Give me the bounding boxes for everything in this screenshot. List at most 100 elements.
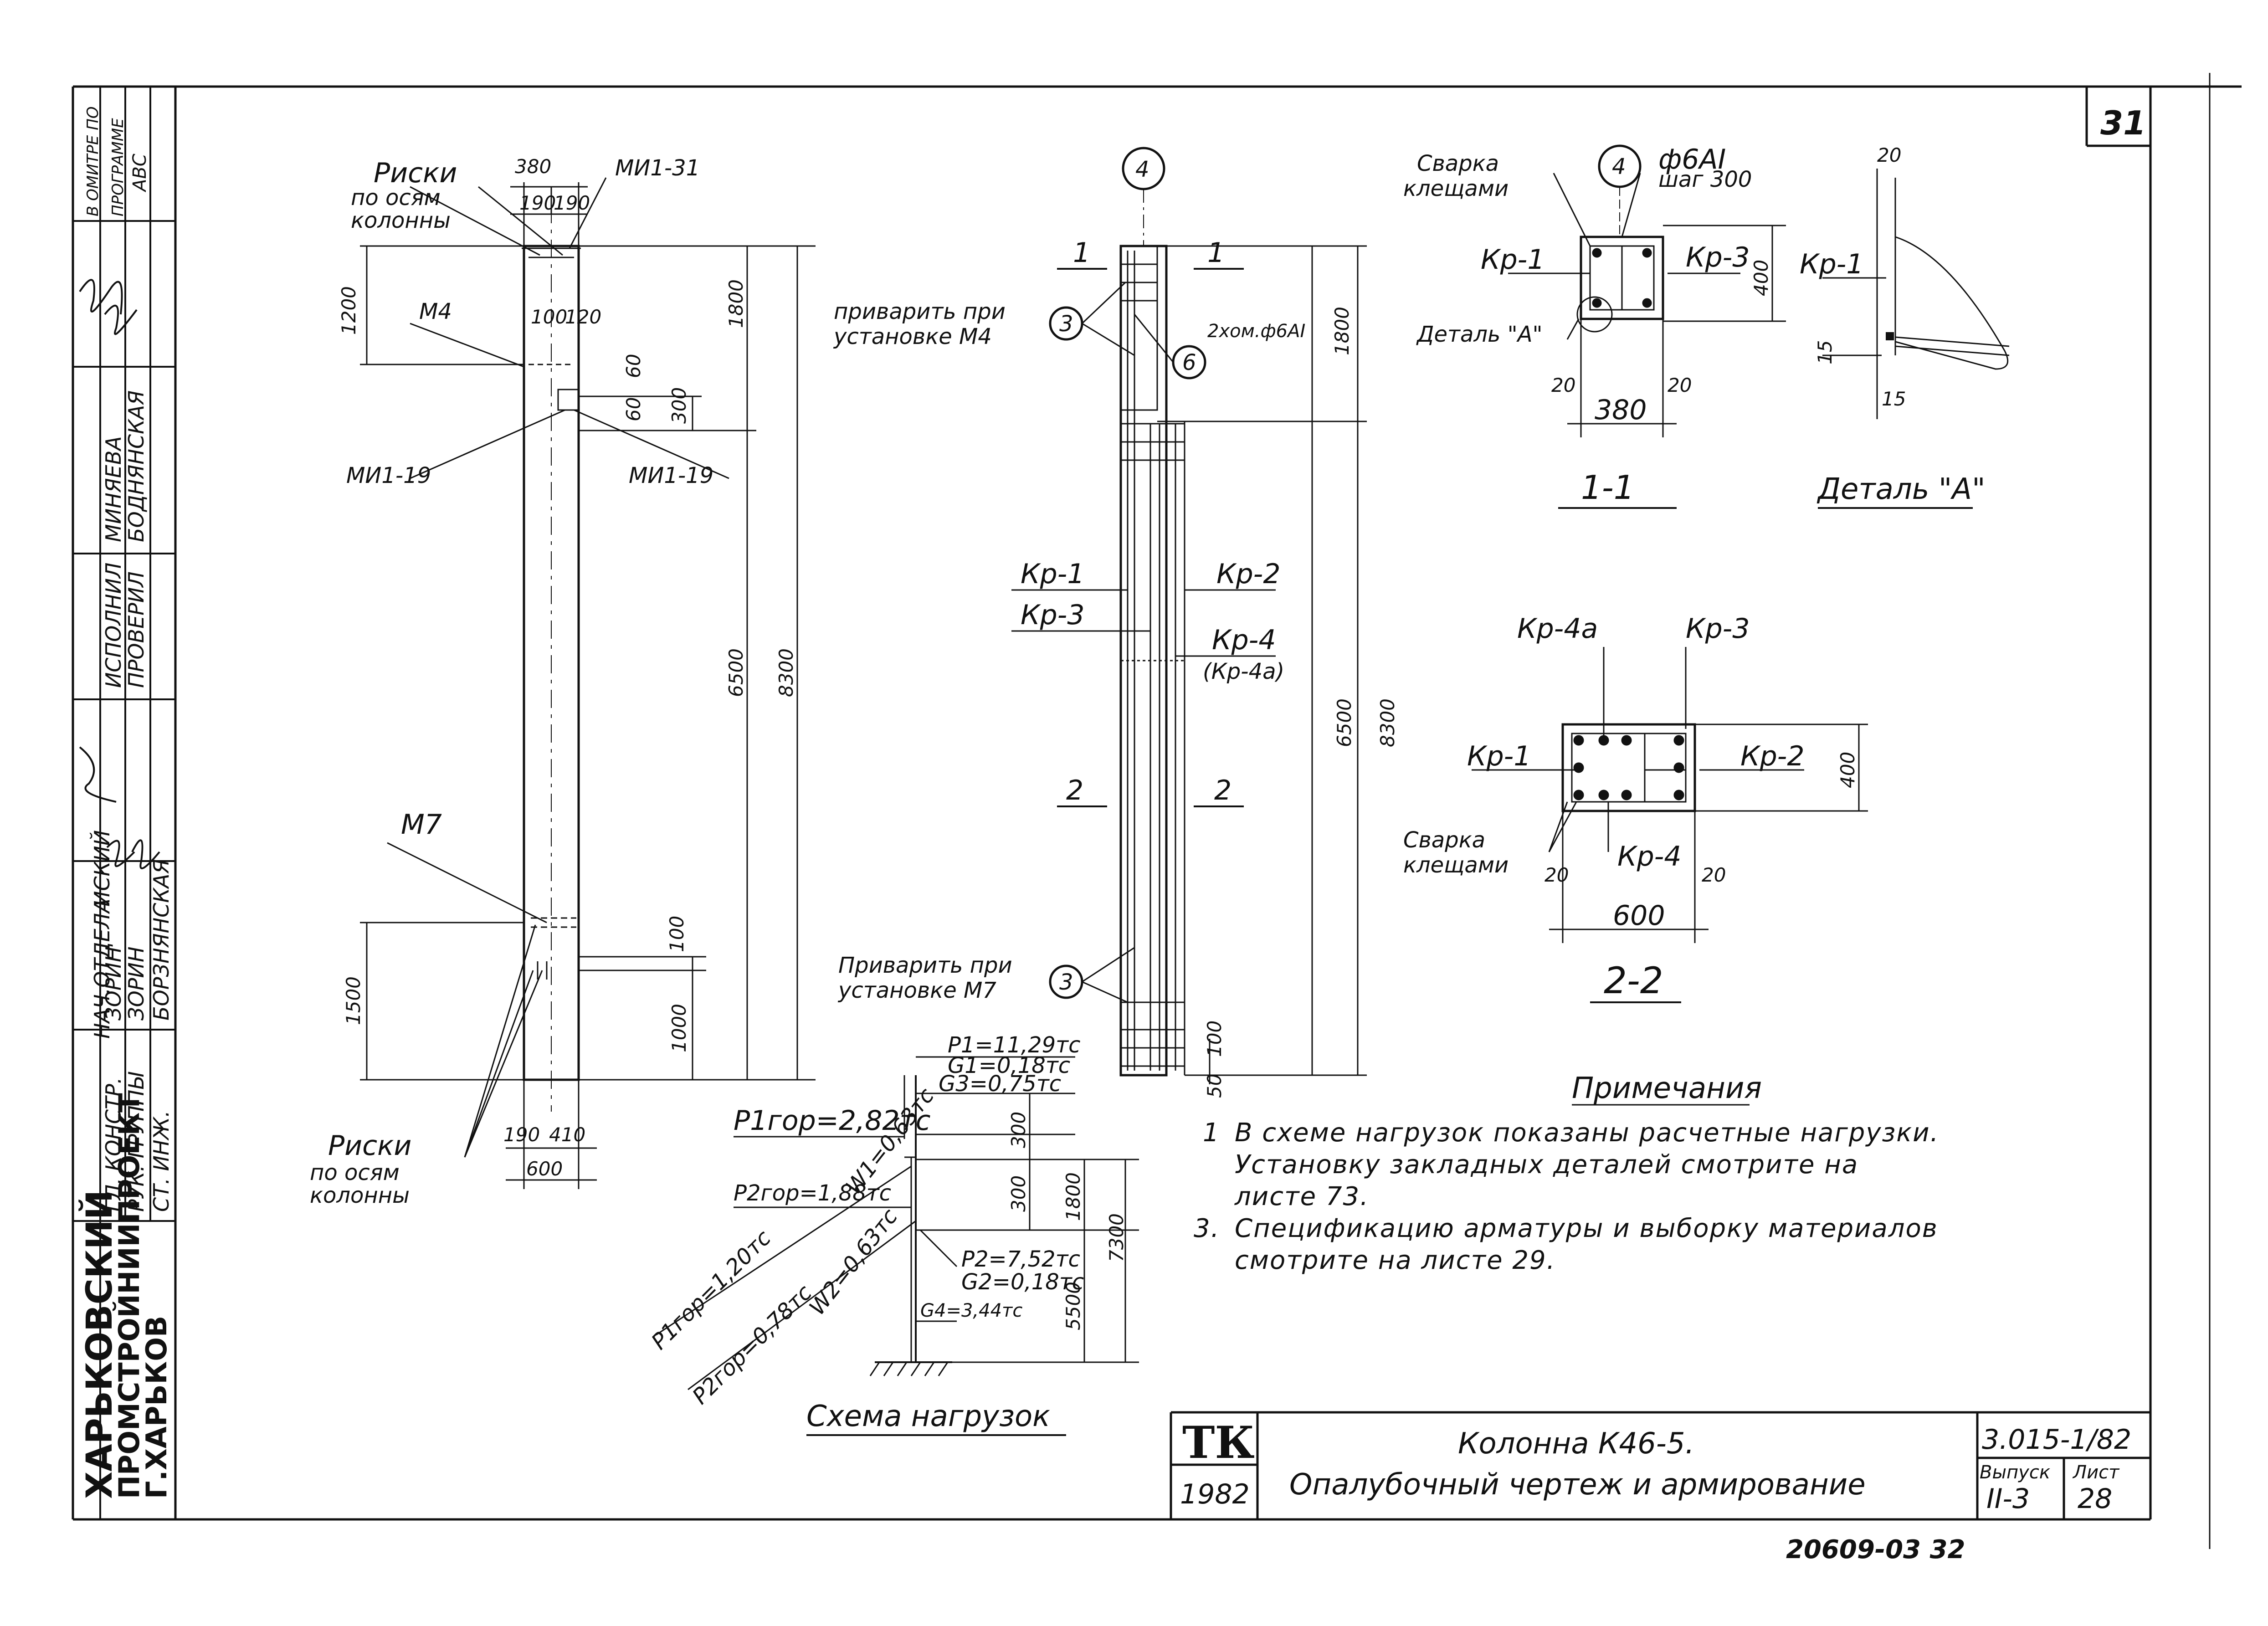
load-g3: G3=0,75тс bbox=[939, 1071, 1061, 1097]
detA-dim-15-b: 15 bbox=[1882, 388, 1906, 410]
risks-top-sub-2: колонны bbox=[351, 208, 451, 233]
stamp-name-4: БОРЗНЯНСКАЯ bbox=[149, 859, 174, 1021]
title-block-text: ТК 1982 Колонна К46-5. Опалубочный черте… bbox=[1180, 1417, 2131, 1564]
axis-4-marker: 4 bbox=[1135, 157, 1149, 182]
kr1-label: Кр-1 bbox=[1021, 558, 1085, 590]
kr3-label: Кр-3 bbox=[1021, 599, 1085, 631]
stamp-signatures bbox=[79, 279, 160, 869]
s11-kr1: Кр-1 bbox=[1481, 244, 1545, 276]
notes-title: Примечания bbox=[1572, 1072, 1762, 1105]
stamp-top-note-1: В ОМИТРЕ ПО bbox=[84, 106, 102, 216]
reinf-dim-8300: 8300 bbox=[1376, 698, 1399, 747]
weld-m4-line2: установке М4 bbox=[833, 324, 992, 349]
circle-3-top: 3 bbox=[1059, 311, 1073, 337]
note-1-num: 1 bbox=[1203, 1118, 1220, 1148]
stamp-name-3: ЗОРИН bbox=[124, 947, 149, 1021]
side-stamp-text: ИСКИЙ НАЧ.ОТДЕЛА ГЛ. КОНСТР. ЗОРИН РУК. … bbox=[78, 106, 174, 1499]
stamp-role-2: ГЛ. КОНСТР. bbox=[101, 1077, 126, 1212]
note-3-line2: смотрите на листе 29. bbox=[1235, 1246, 1555, 1275]
circle-6: 6 bbox=[1182, 350, 1196, 375]
label-m4: М4 bbox=[419, 299, 452, 324]
tb-year: 1982 bbox=[1180, 1478, 1250, 1510]
detA-dim-20: 20 bbox=[1877, 144, 1901, 166]
section-2-2-text: Кр-4а Кр-3 Кр-1 Кр-2 Кр-4 Сварка клещами… bbox=[1403, 613, 1859, 1002]
s11-kr3: Кр-3 bbox=[1686, 241, 1750, 273]
dim-1800: 1800 bbox=[725, 279, 747, 328]
s22-dim-400: 400 bbox=[1837, 752, 1859, 788]
detA-dim-15-a: 15 bbox=[1814, 340, 1836, 364]
section-cut-1-right: 1 bbox=[1207, 237, 1225, 269]
tb-logo: ТК bbox=[1182, 1417, 1255, 1468]
s22-kr3: Кр-3 bbox=[1686, 613, 1750, 645]
detA-kr1: Кр-1 bbox=[1800, 248, 1864, 280]
tb-sheet-label: Лист bbox=[2072, 1462, 2120, 1483]
reinf-dim-100: 100 bbox=[1203, 1021, 1226, 1057]
s22-weld-2: клещами bbox=[1403, 852, 1509, 878]
load-p1: P1=11,29тс bbox=[948, 1032, 1080, 1058]
load-dim-5500: 5500 bbox=[1062, 1282, 1084, 1330]
weld-m7-line2: установке М7 bbox=[837, 978, 996, 1003]
detA-title: Деталь "А" bbox=[1816, 472, 1986, 506]
dim-190-a: 190 bbox=[519, 192, 556, 214]
s22-dim-20-b: 20 bbox=[1702, 864, 1726, 886]
section-2-2 bbox=[1472, 647, 1868, 1003]
dim-100-b: 100 bbox=[666, 916, 688, 952]
s11-step: шаг 300 bbox=[1658, 167, 1752, 192]
risks-bottom-sub-2: колонны bbox=[310, 1183, 410, 1208]
load-g1: G1=0,18тс bbox=[948, 1053, 1070, 1078]
reinforcement-text: 4 1 1 2 2 приварить при установке М4 3 6… bbox=[833, 157, 1399, 1098]
note-6-rebar: 2хом.ф6АI bbox=[1207, 321, 1305, 342]
s11-dim-380: 380 bbox=[1595, 394, 1647, 426]
stamp-top-note-2: ПРОГРАММЕ bbox=[109, 118, 127, 216]
note-1-line2: Установку закладных деталей смотрите на bbox=[1235, 1150, 1858, 1180]
tb-sheet: 28 bbox=[2078, 1483, 2112, 1515]
load-dim-7300: 7300 bbox=[1105, 1213, 1128, 1262]
tb-issue-label: Выпуск bbox=[1980, 1462, 2050, 1483]
stamp-org-3: Г.ХАРЬКОВ bbox=[140, 1316, 173, 1499]
kr4-label: Кр-4 bbox=[1212, 624, 1276, 656]
stamp-check-name-2: БОДНЯНСКАЯ bbox=[124, 390, 149, 542]
dim-1000: 1000 bbox=[668, 1004, 690, 1052]
s11-rebar: ф6АI bbox=[1658, 144, 1726, 175]
s22-dim-20-a: 20 bbox=[1544, 864, 1569, 886]
stamp-org-1: ХАРЬКОВСКИЙ bbox=[78, 1190, 120, 1499]
weld-m7-line1: Приварить при bbox=[838, 953, 1012, 978]
s11-detail: Деталь "А" bbox=[1416, 322, 1543, 347]
bottom-number: 20609-03 32 bbox=[1786, 1535, 1965, 1564]
load-scheme-text: P1=11,29тс G1=0,18тс G3=0,75тс P1гор=2,8… bbox=[647, 1032, 1128, 1433]
s22-title: 2-2 bbox=[1604, 959, 1663, 1002]
load-p2hor: P2гор=1,88тс bbox=[734, 1180, 891, 1206]
elevation-text: Риски по осям колонны МИ1-31 М4 МИ1-19 М… bbox=[310, 155, 797, 1208]
dim-6500: 6500 bbox=[725, 648, 747, 697]
dim-120: 120 bbox=[565, 306, 601, 328]
section-1-1-text: Сварка клещами 4 ф6АI шаг 300 Кр-1 Кр-3 … bbox=[1403, 144, 1772, 507]
stamp-role-4: СТ. ИНЖ. bbox=[149, 1110, 174, 1212]
dim-410: 410 bbox=[549, 1123, 585, 1146]
load-g4: G4=3,44тс bbox=[920, 1300, 1022, 1321]
section-cut-2-right: 2 bbox=[1214, 775, 1231, 806]
stamp-role-1: НАЧ.ОТДЕЛА bbox=[90, 898, 114, 1039]
detail-a-text: 20 Кр-1 15 15 Деталь "А" bbox=[1800, 144, 1986, 506]
label-m7: М7 bbox=[401, 809, 442, 841]
tb-code: 3.015-1/82 bbox=[1982, 1424, 2131, 1456]
stamp-top-note-3: АВС bbox=[129, 154, 150, 193]
note-1-line3: листе 73. bbox=[1234, 1182, 1369, 1211]
reinforcement-view bbox=[1011, 147, 1367, 1084]
dim-60-a: 60 bbox=[622, 354, 645, 378]
weld-m4-line1: приварить при bbox=[834, 299, 1006, 324]
s11-dim-20-b: 20 bbox=[1668, 374, 1692, 396]
risks-top-label: Риски bbox=[374, 157, 457, 189]
s22-kr1: Кр-1 bbox=[1467, 740, 1531, 772]
stamp-check-role-2: ПРОВЕРИЛ bbox=[124, 571, 149, 688]
circle-3-bottom: 3 bbox=[1059, 969, 1073, 995]
stamp-name-2: ЗОРИН bbox=[101, 947, 126, 1021]
label-mi1-19-left: МИ1-19 bbox=[346, 463, 431, 488]
dim-190-b: 190 bbox=[554, 192, 590, 214]
s22-dim-600: 600 bbox=[1613, 900, 1665, 932]
tb-line1: Колонна К46-5. bbox=[1458, 1427, 1694, 1461]
stamp-check-role-1: ИСПОЛНИЛ bbox=[101, 562, 126, 688]
reinf-dim-6500: 6500 bbox=[1333, 698, 1355, 747]
risks-top-sub-1: по осям bbox=[351, 185, 441, 210]
